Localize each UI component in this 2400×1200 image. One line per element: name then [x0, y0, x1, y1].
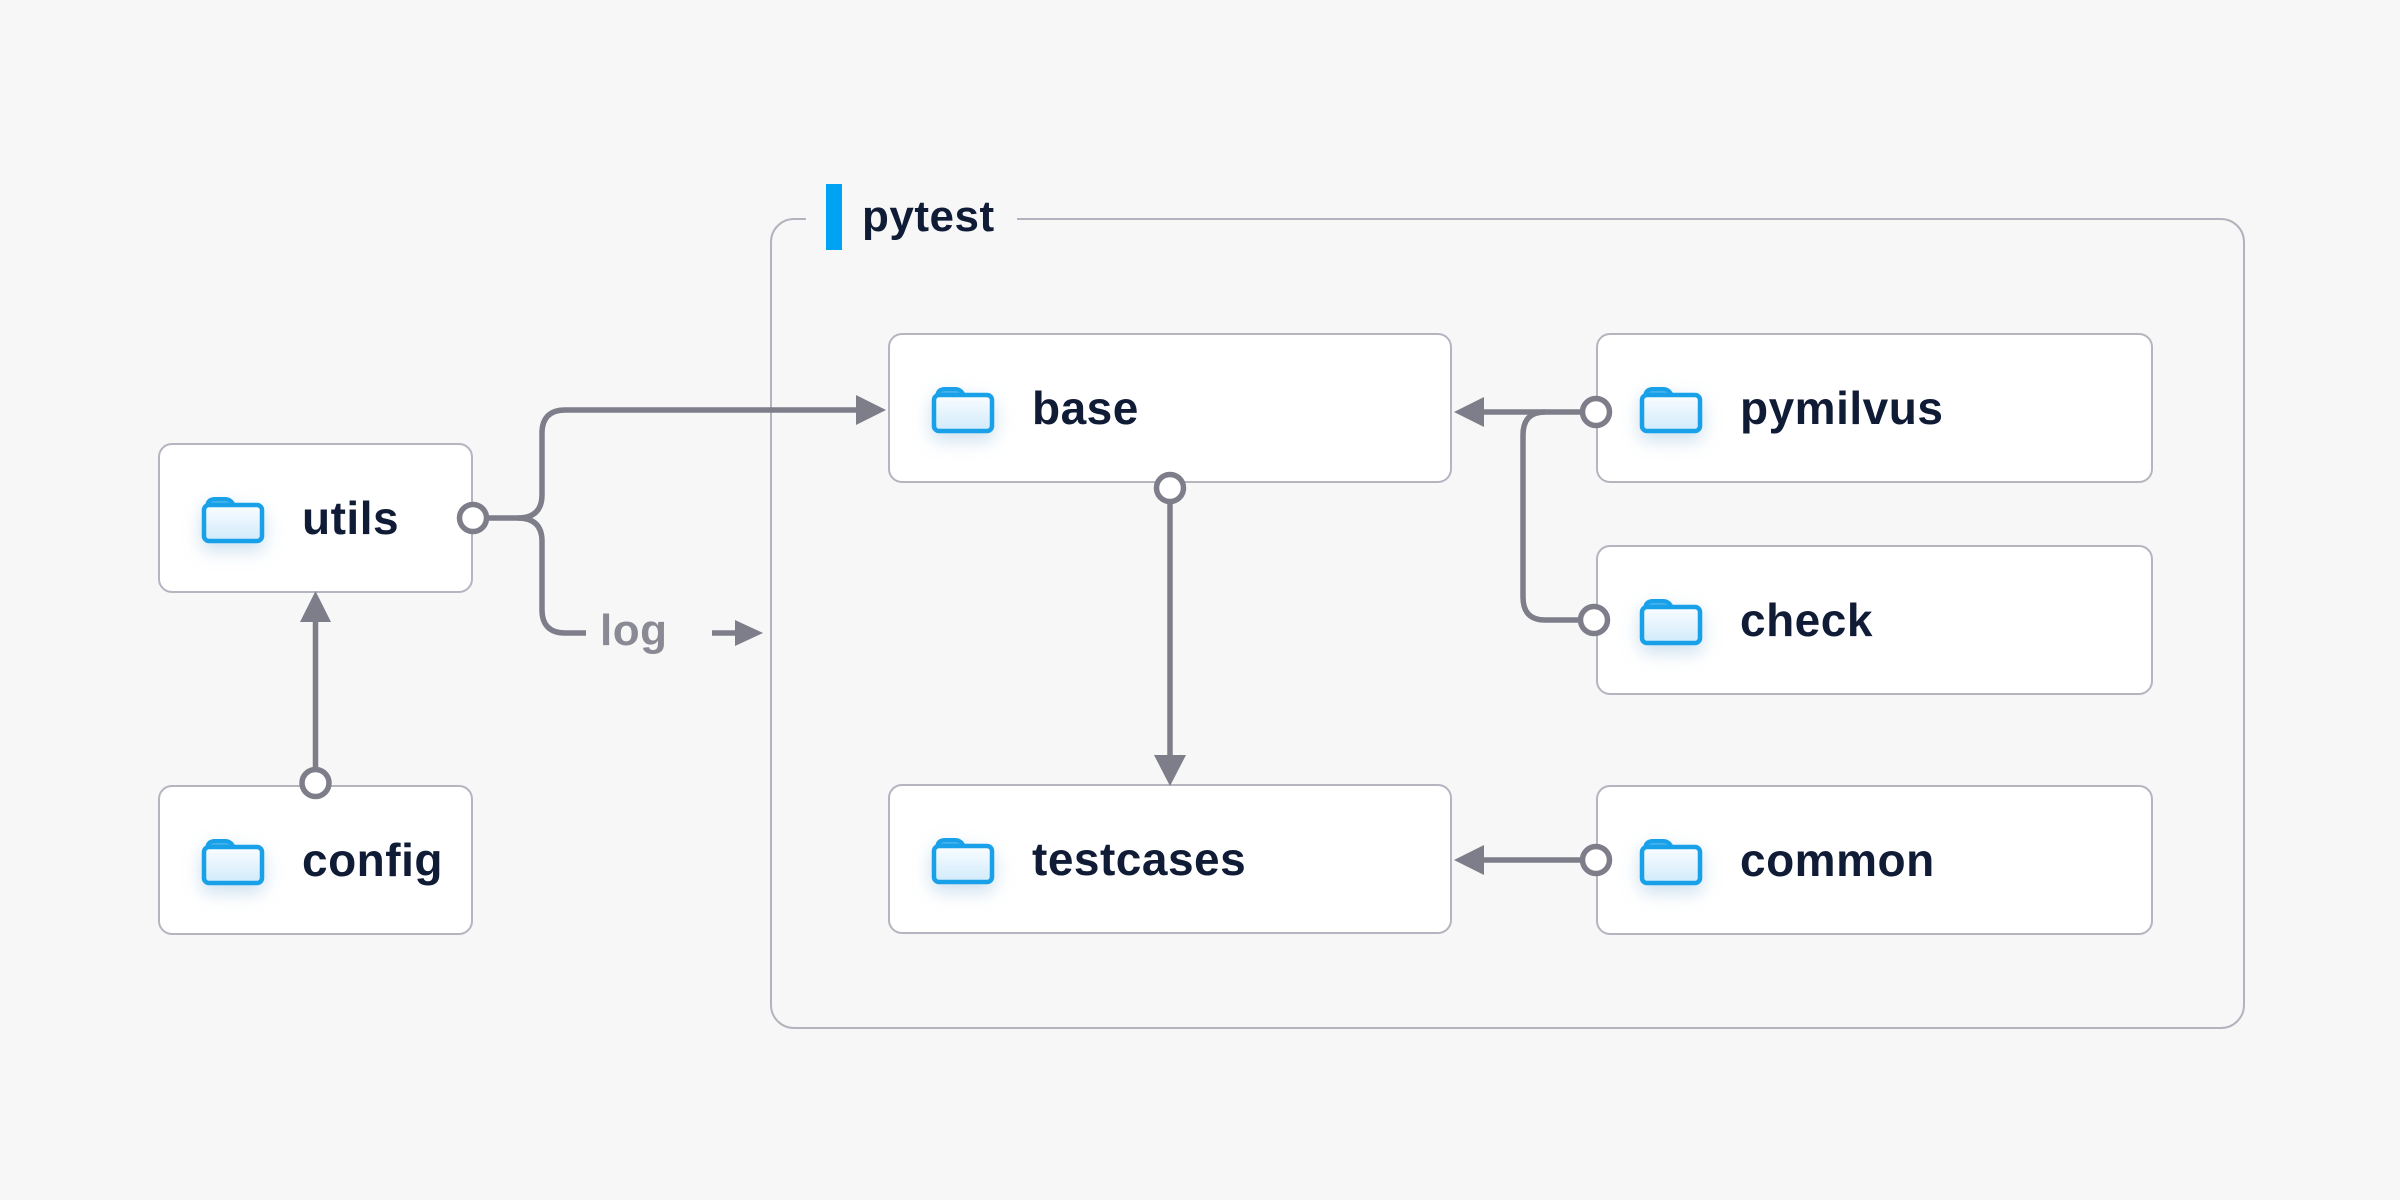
node-utils: utils	[158, 443, 473, 593]
node-label: pymilvus	[1740, 382, 1944, 434]
node-check: check	[1596, 545, 2153, 695]
node-label: utils	[302, 492, 400, 544]
folder-icon	[201, 839, 265, 886]
node-label: common	[1740, 834, 1935, 886]
edge-label-log: log	[600, 606, 668, 655]
node-label: testcases	[1032, 833, 1247, 885]
node-label: config	[302, 834, 443, 886]
folder-icon	[1639, 599, 1703, 646]
folder-icon	[931, 838, 995, 885]
node-pymilvus: pymilvus	[1596, 333, 2153, 483]
container-title: pytest	[862, 192, 995, 241]
folder-icon	[201, 497, 265, 544]
arrowhead-config-utils	[300, 591, 331, 622]
arrowhead-log	[735, 620, 763, 646]
edge-utils-log	[517, 515, 586, 636]
folder-icon	[1639, 387, 1703, 434]
node-label: base	[1032, 382, 1139, 434]
node-label: check	[1740, 594, 1873, 646]
pytest-container-label: pytest	[806, 181, 1017, 253]
node-common: common	[1596, 785, 2153, 935]
node-config: config	[158, 785, 473, 935]
node-base: base	[888, 333, 1452, 483]
folder-icon	[931, 387, 995, 434]
pytest-container	[770, 218, 2245, 1029]
node-testcases: testcases	[888, 784, 1452, 934]
accent-bar	[826, 184, 842, 250]
folder-icon	[1639, 839, 1703, 886]
